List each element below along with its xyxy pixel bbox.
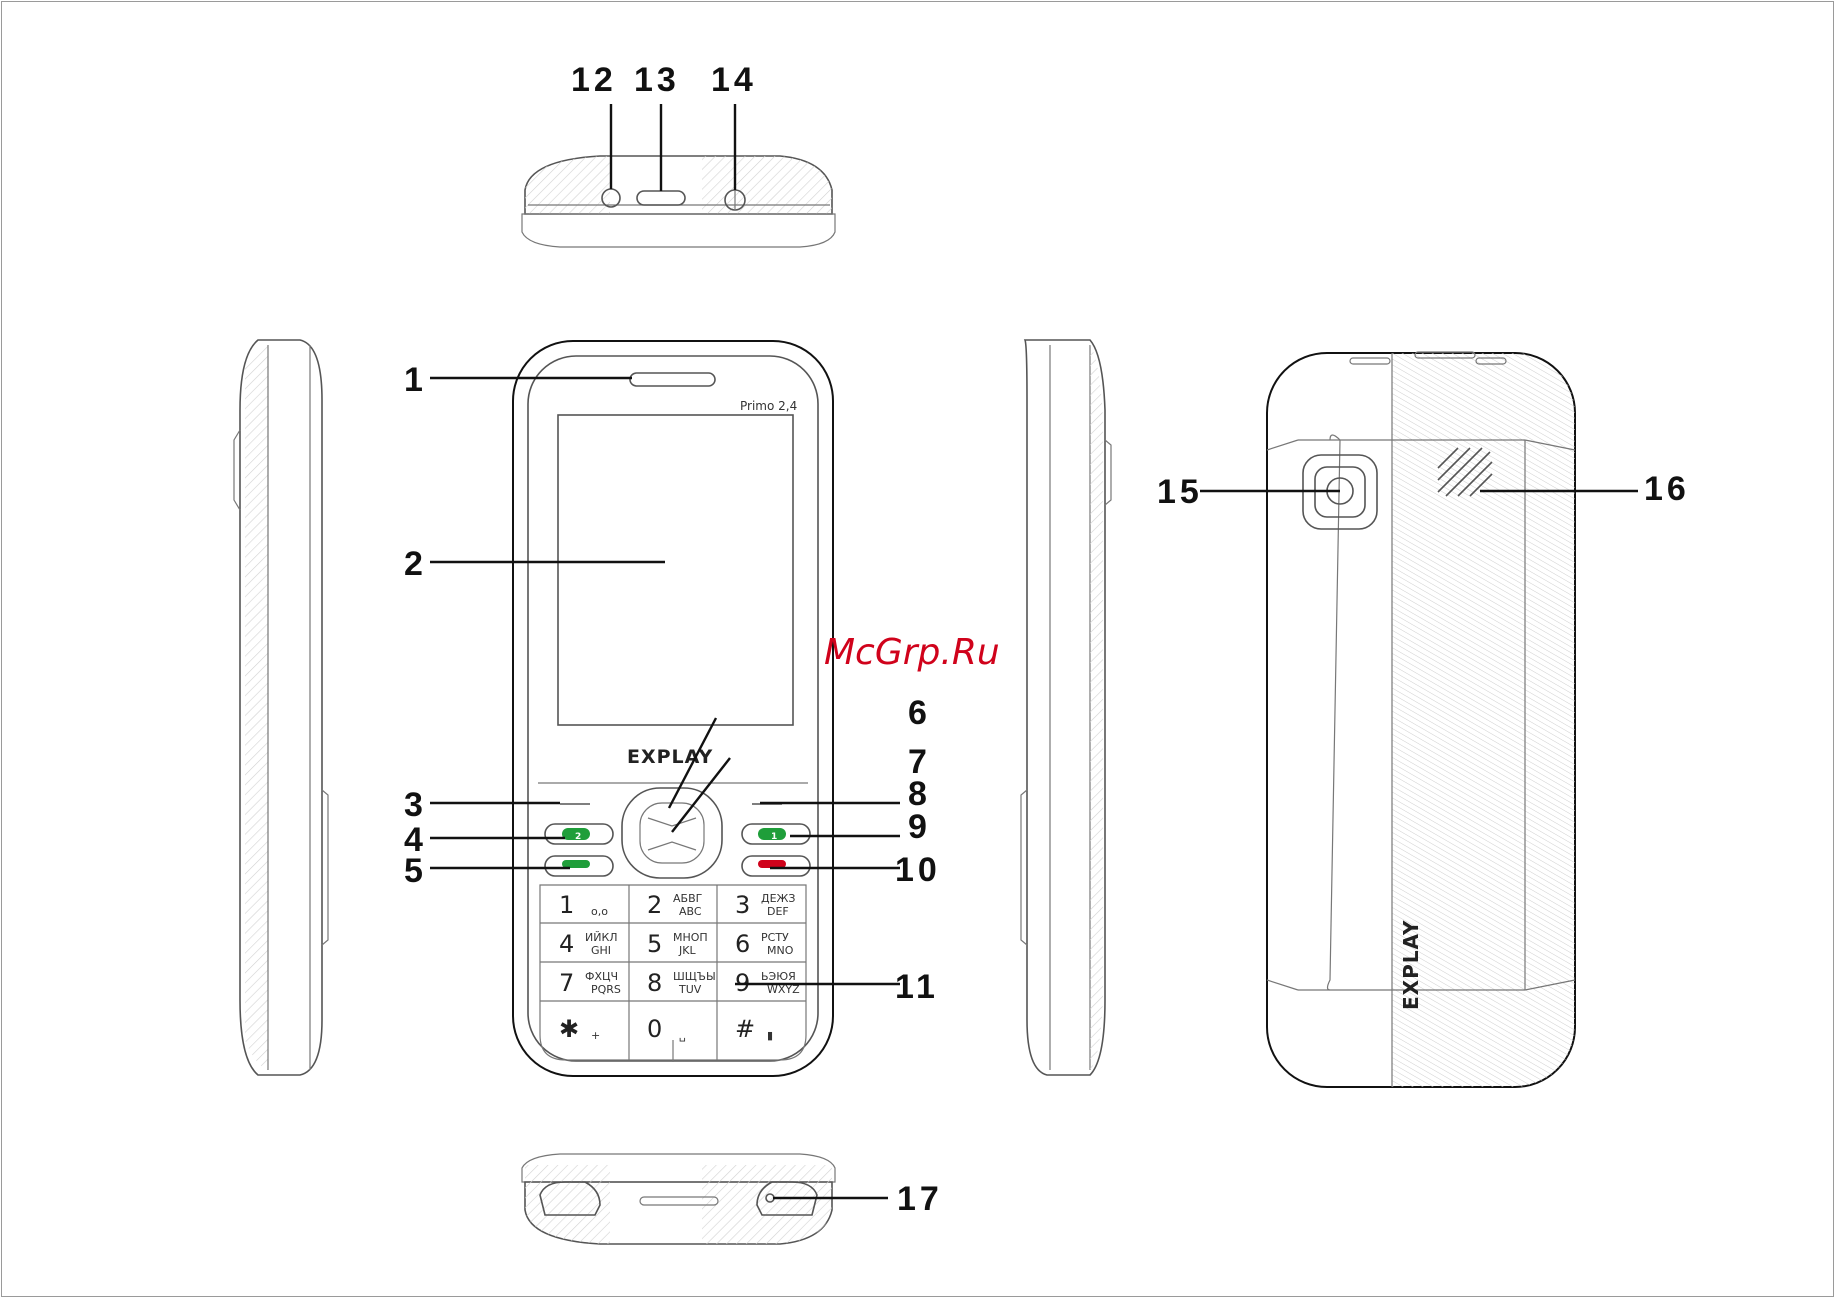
diagram-canvas: Primo 2,4 EXPLAY 2 1: [0, 0, 1837, 1300]
page-border: [1, 1, 1834, 1297]
